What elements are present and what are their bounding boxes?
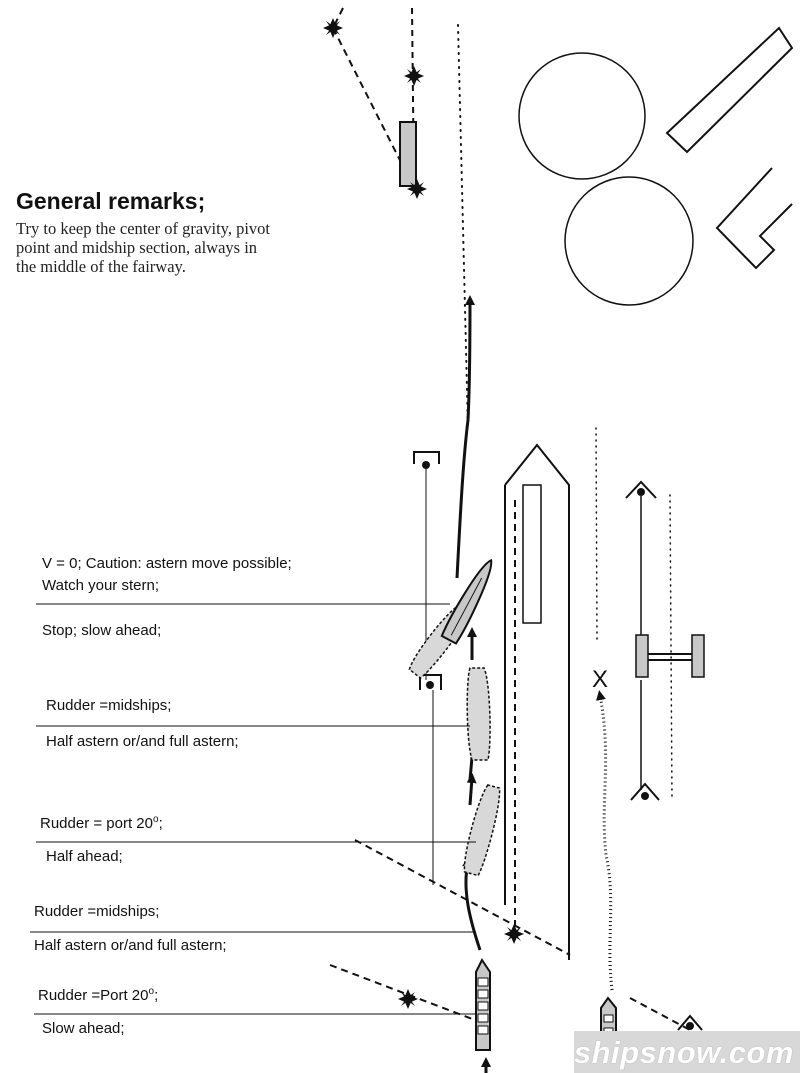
star-light-icon	[404, 66, 424, 86]
top-pier-group	[332, 7, 469, 431]
ship-ghost-icon	[466, 667, 491, 761]
star-light-icon	[504, 924, 524, 944]
watermark-text: shipsnow.com	[573, 1035, 794, 1070]
instruction-label: Rudder =Port 20	[38, 987, 149, 1004]
instruction-separators	[30, 603, 476, 1015]
track-arrow	[455, 295, 475, 579]
ship-ghost-icon	[463, 784, 501, 877]
dashed-range-line	[411, 7, 415, 189]
central-pier	[504, 443, 570, 960]
instruction-label: Slow ahead;	[42, 1020, 125, 1037]
leading-mark-group	[625, 480, 705, 801]
watermark-band: shipsnow.com	[574, 1031, 800, 1073]
page-title: General remarks;	[16, 188, 206, 214]
instruction-label: Rudder =midships;	[46, 697, 172, 714]
degree-symbol: o	[153, 814, 159, 825]
dotted-fairway-line	[457, 24, 469, 431]
mooring-post-group	[413, 451, 442, 885]
leading-mark-icon	[677, 1014, 703, 1031]
remark-line: the middle of the fairway.	[16, 257, 186, 276]
turning-circle	[518, 52, 646, 180]
dashed-bearing-line	[354, 839, 571, 956]
instruction-label-rudder: Rudder =Port 20o;	[38, 986, 158, 1004]
instruction-label: Rudder =midships;	[34, 903, 160, 920]
dotted-fairway-line	[669, 494, 673, 801]
semicolon: ;	[154, 987, 159, 1004]
turning-circle	[564, 176, 694, 306]
star-light-icon	[407, 179, 427, 199]
ship-icon	[475, 958, 491, 1051]
semicolon: ;	[158, 815, 163, 832]
instruction-label: Stop; slow ahead;	[42, 622, 162, 639]
track-arrow	[466, 773, 477, 806]
degree-symbol: o	[148, 986, 155, 997]
remarks-text: Try to keep the center of gravity, pivot…	[16, 219, 376, 276]
remark-line: Try to keep the center of gravity, pivot	[16, 219, 271, 238]
instruction-label: V = 0; Caution: astern move possible;	[42, 555, 292, 572]
jetty-outline	[665, 26, 794, 154]
dotted-fairway-line	[595, 427, 598, 641]
instruction-label: Watch your stern;	[42, 577, 159, 594]
pier-block	[399, 121, 417, 187]
remark-line: point and midship section, always in	[16, 238, 258, 257]
jetty-outline	[715, 167, 793, 270]
dashed-bearing-line	[329, 964, 476, 1021]
ship-icon	[440, 558, 493, 645]
star-light-icon	[323, 18, 343, 38]
dashed-bearing-line	[629, 997, 706, 1039]
track-arrow	[595, 690, 614, 991]
instruction-label: Half astern or/and full astern;	[34, 937, 227, 954]
instruction-label-rudder: Rudder = port 20o;	[40, 814, 163, 832]
instruction-label: Half astern or/and full astern;	[46, 733, 239, 750]
instruction-label: Half ahead;	[46, 848, 123, 865]
x-mark: X	[592, 666, 608, 693]
star-light-icon	[398, 989, 418, 1009]
instruction-label: Rudder = port 20	[40, 815, 153, 832]
